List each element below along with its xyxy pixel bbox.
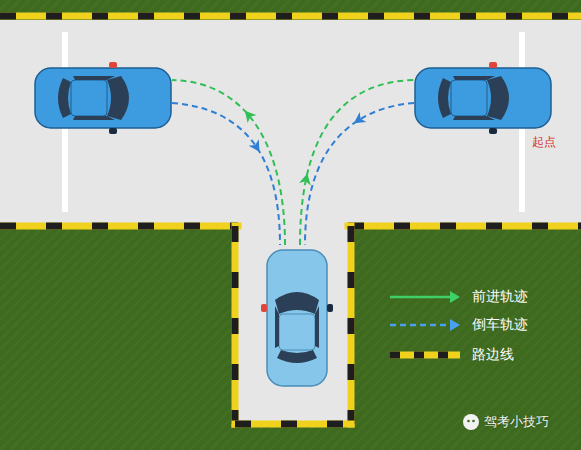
garage	[238, 222, 348, 422]
curb	[348, 223, 581, 230]
legend-entry: 前进轨迹	[388, 288, 528, 306]
arrowhead	[299, 172, 313, 185]
arrowhead	[240, 107, 256, 123]
arrowhead	[351, 112, 367, 128]
track	[300, 80, 414, 245]
track	[172, 103, 280, 245]
curb	[235, 421, 351, 428]
curb-dash	[348, 226, 355, 424]
legend-entry: 倒车轨迹	[388, 316, 528, 334]
curb-lines	[0, 16, 581, 424]
start-label: 起点	[532, 134, 556, 151]
legend-text: 倒车轨迹	[472, 316, 528, 334]
car	[261, 250, 333, 386]
curb-dash	[235, 421, 351, 428]
cars	[35, 62, 551, 386]
wechat-icon	[463, 414, 479, 430]
car	[415, 62, 551, 134]
curb-dash	[0, 223, 238, 230]
curb	[348, 226, 355, 424]
curb-dash	[0, 13, 581, 20]
curb-dash	[348, 223, 581, 230]
legend-sample	[388, 346, 462, 364]
legend-entry: 路边线	[388, 346, 514, 364]
track	[172, 80, 285, 245]
legend-sample	[388, 316, 462, 334]
track	[305, 103, 414, 245]
arrowhead	[249, 139, 265, 155]
curb	[232, 226, 239, 424]
car	[35, 62, 171, 134]
legend-text: 前进轨迹	[472, 288, 528, 306]
watermark: 驾考小技巧	[484, 413, 549, 431]
curb	[0, 223, 238, 230]
road	[0, 20, 581, 224]
curb-dash	[232, 226, 239, 424]
trajectories	[172, 80, 414, 245]
legend-text: 路边线	[472, 346, 514, 364]
curb	[0, 13, 581, 20]
legend-sample	[388, 288, 462, 306]
